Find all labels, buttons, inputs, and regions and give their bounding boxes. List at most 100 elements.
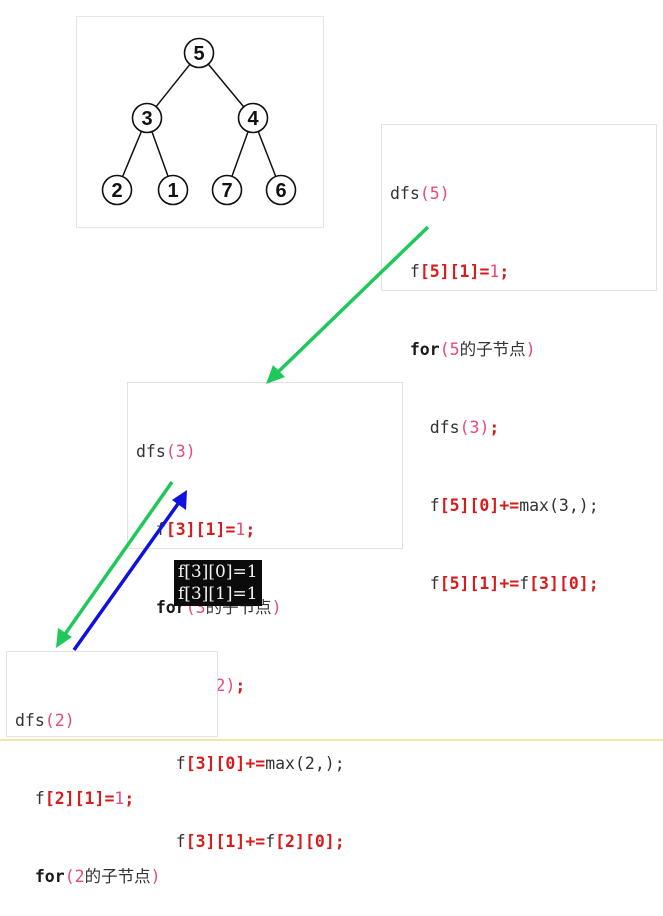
console-line: f[3][0]=1 <box>178 562 258 582</box>
index: [5] <box>439 496 470 515</box>
call-expr: max(3,); <box>519 496 599 515</box>
semicolon: ; <box>588 574 599 593</box>
function-name: dfs <box>136 442 166 461</box>
tree-node-circle <box>237 102 269 134</box>
arg: 2 <box>54 711 65 730</box>
paren: ( <box>419 184 430 203</box>
code-block-dfs2: dfs(2) f[2][1]=1; for(2的子节点) <box>6 651 218 886</box>
paren: ) <box>439 184 450 203</box>
code-block-dfs5: dfs(5) f[5][1]=1; for(5的子节点) dfs(3); f[5… <box>381 124 657 593</box>
operator: = <box>104 789 115 808</box>
tree-node: 5 <box>183 37 215 69</box>
arg: 5 <box>449 340 460 359</box>
arg: 2 <box>215 676 226 695</box>
bottom-divider <box>0 739 663 741</box>
operator: += <box>499 496 520 515</box>
index: [1] <box>449 262 480 281</box>
index: [2] <box>44 789 75 808</box>
paren: ) <box>271 598 282 617</box>
array-name: f <box>175 832 186 851</box>
tree-node-label: 5 <box>193 43 204 65</box>
code-line: for(5的子节点) <box>390 337 648 363</box>
semicolon: ; <box>235 676 246 695</box>
tree-node-circle <box>101 174 133 206</box>
code-line: dfs(3) <box>136 439 394 465</box>
arg: 3 <box>469 418 480 437</box>
tree-node: 4 <box>237 102 269 134</box>
value: 1 <box>489 262 500 281</box>
semicolon: ; <box>499 262 510 281</box>
tree-node-circle <box>131 102 163 134</box>
tree-node-label: 4 <box>247 108 259 130</box>
tree-node-circle <box>265 174 297 206</box>
operator: = <box>479 262 490 281</box>
value: 1 <box>114 789 125 808</box>
tree-node-label: 1 <box>167 180 178 202</box>
arg: 2 <box>74 867 85 886</box>
tree-node-label: 3 <box>141 108 152 130</box>
tree-node: 6 <box>265 174 297 206</box>
array-name: f <box>429 574 440 593</box>
arg: 3 <box>175 442 186 461</box>
tree-node-label: 6 <box>275 180 286 202</box>
code-line: f[2][1]=1; <box>15 786 209 812</box>
tree-node-circle <box>157 174 189 206</box>
code-line: f[3][1]=1; <box>136 517 394 543</box>
tree-edge <box>207 63 245 108</box>
paren: ) <box>64 711 75 730</box>
function-name: dfs <box>390 184 420 203</box>
code-line: f[5][1]=1; <box>390 259 648 285</box>
paren: ) <box>525 340 536 359</box>
index: [0] <box>558 574 589 593</box>
paren: ) <box>185 442 196 461</box>
paren: ( <box>165 442 176 461</box>
index: [0] <box>215 754 246 773</box>
index: [2] <box>275 832 305 851</box>
index: [1] <box>74 789 105 808</box>
console-line: f[3][1]=1 <box>178 584 258 604</box>
paren: ( <box>185 598 196 617</box>
paren: ) <box>479 418 490 437</box>
keyword: for <box>409 340 440 359</box>
function-name: dfs <box>15 711 45 730</box>
comment-text: 的子节点 <box>459 340 526 359</box>
value: 1 <box>235 520 246 539</box>
tree-edge <box>231 131 249 177</box>
tree-node: 2 <box>101 174 133 206</box>
array-name: f <box>175 754 186 773</box>
code-line: dfs(5) <box>390 181 648 207</box>
index: [5] <box>419 262 450 281</box>
array-name: f <box>409 262 420 281</box>
call-expr: max(2,); <box>265 754 345 773</box>
paren: ( <box>64 867 75 886</box>
tree-node-circle <box>183 37 215 69</box>
tree-node-label: 2 <box>111 180 122 202</box>
semicolon: ; <box>124 789 135 808</box>
index: [5] <box>439 574 470 593</box>
index: [3] <box>185 832 216 851</box>
paren: ( <box>44 711 55 730</box>
array-name: f <box>34 789 45 808</box>
operator: += <box>499 574 520 593</box>
comment-text: 的子节点 <box>84 867 151 886</box>
paren: ( <box>459 418 470 437</box>
index: [1] <box>215 832 246 851</box>
index: [3] <box>165 520 196 539</box>
array-name: f <box>265 832 276 851</box>
index: [1] <box>195 520 226 539</box>
tree-diagram: 5 3 4 2 1 7 6 <box>101 37 297 206</box>
operator: = <box>225 520 236 539</box>
tree-node: 3 <box>131 102 163 134</box>
keyword: for <box>34 867 65 886</box>
semicolon: ; <box>334 832 345 851</box>
tree-edge <box>151 131 169 177</box>
tree-edge <box>257 131 277 177</box>
call-arrowhead <box>56 628 72 648</box>
index: [3] <box>185 754 216 773</box>
tree-node-label: 7 <box>221 180 232 202</box>
tree-node: 7 <box>211 174 243 206</box>
tree-edge <box>121 131 143 177</box>
tree-node-circle <box>211 174 243 206</box>
paren: ( <box>439 340 450 359</box>
